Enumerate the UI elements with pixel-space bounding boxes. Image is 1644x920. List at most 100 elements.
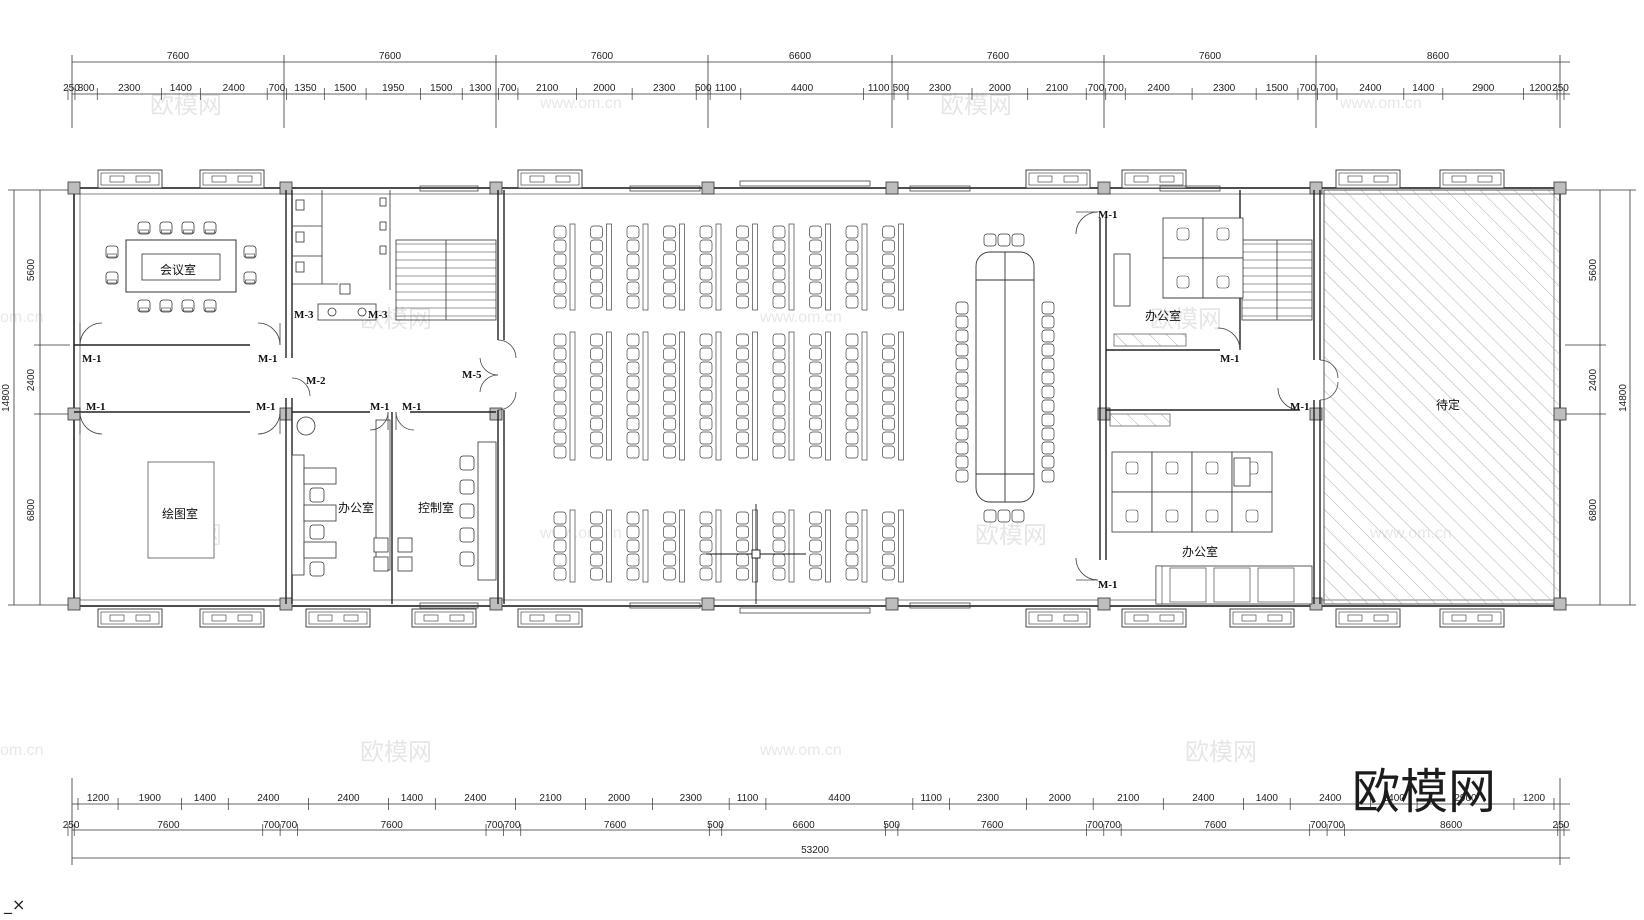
door-label: M-1 [86, 401, 106, 413]
seat-row [882, 331, 904, 461]
room-label-office-a: 办公室 [338, 500, 374, 515]
door-label: M-1 [402, 401, 422, 413]
top-minor-dim: 500 [893, 83, 910, 94]
top-minor-dim: 700 [1319, 83, 1336, 94]
conference-chair [1041, 385, 1055, 399]
seat-row [663, 223, 685, 311]
conference-chair [1041, 371, 1055, 385]
door-label: M-1 [82, 353, 102, 365]
left-dim-3: 6800 [26, 498, 37, 521]
seat-row [882, 509, 904, 583]
top-minor-dim: 1100 [715, 83, 737, 94]
conference-chair [983, 509, 997, 523]
conference-chair [955, 357, 969, 371]
bottom-minor-dim: 1400 [194, 793, 217, 804]
bottom-major-dim: 700 [280, 820, 297, 831]
seat-row [845, 509, 868, 583]
top-minor-dim: 2400 [223, 83, 246, 94]
top-minor-dim: 2100 [1046, 83, 1069, 94]
conference-chair [955, 385, 969, 399]
bottom-major-dim: 6600 [792, 820, 815, 831]
top-minor-dim: 2400 [1359, 83, 1382, 94]
bottom-major-dim: 500 [883, 820, 900, 831]
seat-row [809, 509, 831, 583]
top-minor-dim: 1400 [1412, 83, 1435, 94]
bottom-major-dim: 8600 [1440, 820, 1463, 831]
bottom-minor-dim: 1100 [920, 793, 942, 804]
seat-row [590, 509, 612, 583]
bottom-major-dim: 700 [1327, 820, 1344, 831]
conference-chair [955, 413, 969, 427]
bottom-major-dim: 700 [486, 820, 503, 831]
door-label: M-1 [1098, 579, 1118, 591]
top-major-dim: 6600 [789, 51, 812, 62]
top-minor-dim: 2100 [536, 83, 559, 94]
right-dim-1: 5600 [1588, 258, 1599, 281]
office-a-desks [291, 416, 413, 577]
conference-chair [1011, 233, 1025, 247]
top-minor-dim: 1500 [430, 83, 453, 94]
bottom-major-dim: 700 [1087, 820, 1104, 831]
door-label: M-3 [368, 309, 388, 321]
bottom-minor-dim: 2400 [1319, 793, 1342, 804]
door-labels: M-1 M-1 M-1 M-1 M-1 M-1 M-1 M-1 M-1 M-1 … [82, 209, 1310, 591]
conference-chair [955, 399, 969, 413]
watermarks: 欧模网 www.om.cn 欧模网 www.om.cn 欧模网 www.om.c… [0, 91, 1452, 766]
office-c-furniture [1111, 451, 1313, 605]
bottom-minor-dim: 1400 [1383, 793, 1406, 804]
door-label: M-1 [1290, 401, 1310, 413]
door-label: M-1 [258, 353, 278, 365]
top-major-dim: 7600 [987, 51, 1010, 62]
seat-row [663, 509, 685, 583]
conference-chair [955, 329, 969, 343]
top-minor-dim: 2300 [929, 83, 952, 94]
room-label-drawing: 绘图室 [162, 506, 198, 521]
bottom-major-dim: 700 [263, 820, 280, 831]
watermark: 欧模网 [150, 91, 222, 119]
watermark-url: www.om.cn [759, 309, 842, 326]
conference-chair [955, 315, 969, 329]
top-minor-dim: 1500 [334, 83, 357, 94]
long-windows [419, 180, 1221, 614]
bottom-dimensions [71, 778, 1570, 865]
bottom-minor-dim: 1400 [1256, 793, 1279, 804]
bottom-minor-dim: 4400 [828, 793, 851, 804]
top-minor-dim: 2300 [118, 83, 141, 94]
top-minor-dim: 2000 [989, 83, 1012, 94]
top-minor-dim: 2300 [653, 83, 676, 94]
top-minor-dim: 1950 [382, 83, 405, 94]
conference-chair [1011, 509, 1025, 523]
bottom-minor-dim: 2400 [464, 793, 487, 804]
door-swings [79, 211, 1339, 581]
bottom-major-dim: 700 [504, 820, 521, 831]
seat-row [736, 223, 758, 311]
seat-row [772, 509, 795, 583]
bottom-minor-dim: 2300 [977, 793, 1000, 804]
door-label: M-1 [370, 401, 390, 413]
conference-chair [1041, 427, 1055, 441]
left-dimensions [8, 189, 70, 606]
watermark-url: om.cn [0, 309, 44, 326]
top-dimensions [71, 55, 1570, 128]
auditorium-seating [553, 223, 904, 583]
stair-left [395, 239, 497, 321]
bottom-minor-dim: 2400 [1192, 793, 1215, 804]
seat-row [699, 223, 722, 311]
bottom-minor-dim: 1400 [401, 793, 424, 804]
seat-row [553, 331, 576, 461]
conference-chairs [955, 233, 1055, 523]
bottom-minor-dim: 2000 [608, 793, 631, 804]
right-dim-3: 6800 [1588, 498, 1599, 521]
conference-chair [1041, 357, 1055, 371]
top-minor-dim: 700 [1299, 83, 1316, 94]
bottom-major-dim: 700 [1104, 820, 1121, 831]
room-label-tbd: 待定 [1436, 397, 1460, 412]
tbd-zone-hatch [1323, 189, 1561, 605]
seat-row [845, 223, 868, 311]
bottom-major-dim: 7600 [381, 820, 404, 831]
top-minor-dim: 1100 [868, 83, 890, 94]
control-room-desks [459, 441, 497, 581]
door-label: M-3 [294, 309, 314, 321]
